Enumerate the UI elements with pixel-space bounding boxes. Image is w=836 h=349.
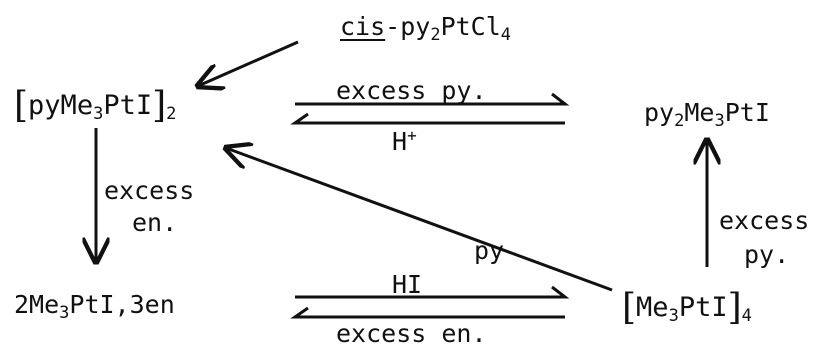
arrow-diagonal [226, 148, 613, 292]
label-bottom-forward: HI [392, 270, 423, 299]
cis-mid: PtCl [440, 12, 501, 41]
bispy-sub-1: 2 [674, 111, 685, 131]
species-cis-py2ptcl4: cis-py2PtCl4 [340, 14, 511, 44]
label-bottom-back: excess en. [336, 319, 487, 348]
dimer-right-bracket: ] [152, 85, 167, 126]
cis-text: -py [385, 12, 431, 41]
species-bispy: py2Me3PtI [644, 100, 770, 130]
en-a: 2Me [14, 290, 60, 319]
bispy-a: py [644, 98, 675, 127]
dimer-b: PtI [103, 90, 153, 121]
tetramer-sub-2: 4 [741, 306, 752, 326]
arrow-cis-to-dimer [198, 40, 299, 86]
label-left-down-2: en. [132, 208, 178, 237]
label-right-up-2: py. [744, 240, 790, 269]
en-b: PtI,3en [69, 290, 175, 319]
dimer-sub-1: 3 [93, 104, 104, 124]
en-sub-1: 3 [59, 303, 70, 323]
bispy-sub-2: 3 [714, 111, 725, 131]
tetramer-left-bracket: [ [622, 287, 637, 328]
tetramer-b: PtI [678, 292, 728, 323]
label-right-up-1: excess [719, 206, 810, 235]
dimer-left-bracket: [ [14, 85, 29, 126]
label-diagonal: py [474, 236, 505, 265]
cis-sub-2: 4 [500, 25, 512, 45]
arrow-bottom-back [290, 306, 565, 319]
cis-prefix: cis [340, 12, 386, 41]
dimer-sub-2: 2 [166, 104, 177, 124]
arrow-top-back [290, 112, 565, 125]
tetramer-sub-1: 3 [668, 306, 679, 326]
cis-sub-1: 2 [430, 25, 441, 45]
label-left-down-1: excess [104, 176, 195, 205]
label-top-back: H+ [392, 126, 417, 156]
bispy-b: Me [684, 98, 715, 127]
arrow-bottom-forward [295, 285, 570, 299]
tetramer-a: Me [636, 292, 669, 323]
species-en-complex: 2Me3PtI,3en [14, 292, 175, 322]
label-top-back-text: H [392, 127, 408, 156]
species-tetramer: [Me3PtI]4 [622, 290, 752, 326]
arrow-top-forward [295, 92, 570, 106]
label-top-back-sup: + [407, 126, 417, 145]
dimer-a: pyMe [28, 90, 94, 121]
species-dimer: [pyMe3PtI]2 [14, 88, 176, 124]
bispy-c: PtI [724, 98, 770, 127]
tetramer-right-bracket: ] [727, 287, 742, 328]
label-top-forward: excess py. [336, 76, 487, 105]
